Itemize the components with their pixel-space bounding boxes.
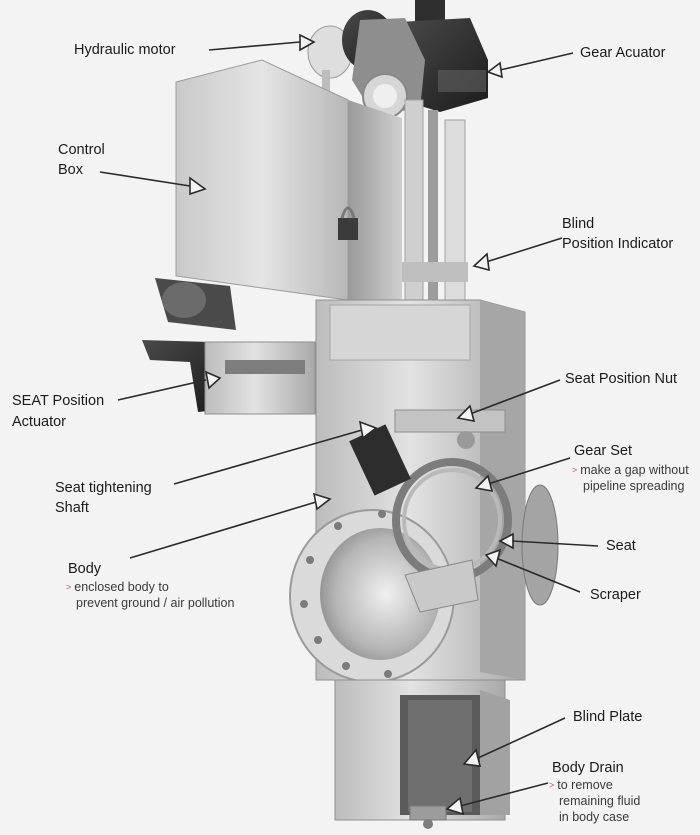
desc-body-drain-line2: remaining fluid: [559, 794, 641, 808]
seat-tightening-shaft: [349, 424, 411, 496]
leader-seat-position-actuator: [117, 379, 207, 401]
arrowhead-control-box: [189, 176, 207, 196]
desc-body-line1: >enclosed body to: [66, 580, 169, 594]
arrowhead-hydraulic-motor: [299, 33, 316, 52]
label-blind-plate: Blind Plate: [573, 709, 643, 725]
leader-lines: [99, 33, 599, 816]
label-seat-position-nut: Seat Position Nut: [565, 371, 678, 387]
hydraulic-motor: [307, 10, 425, 119]
seat-position-nut: [394, 409, 506, 449]
leader-seat-position-nut: [469, 379, 561, 415]
arrowhead-seat-position-nut: [456, 404, 476, 423]
label-seat-tightening-shaft-line2: Shaft: [55, 500, 89, 516]
label-control-box-line1: Control: [58, 142, 105, 158]
label-body: Body: [68, 561, 102, 577]
arrowhead-blind-plate: [462, 748, 482, 767]
leader-control-box: [99, 171, 191, 187]
leader-seat-tightening-shaft: [173, 429, 363, 485]
desc-body-drain-line1: >to remove: [549, 778, 613, 792]
label-gear-actuator: Gear Acuator: [580, 45, 666, 61]
body-drain: [409, 805, 447, 829]
desc-gear-set-line2: pipeline spreading: [583, 479, 685, 493]
arrowhead-gear-set: [474, 474, 494, 493]
arrowhead-seat: [498, 532, 514, 550]
label-control-box-line2: Box: [58, 162, 83, 178]
bullet-marker: >: [549, 780, 555, 790]
seat-position-actuator: [142, 278, 316, 415]
label-blind-position-indicator-line1: Blind: [562, 216, 595, 232]
desc-gear-set-line1: >make a gap without: [572, 463, 689, 477]
stem-frame: [402, 99, 468, 410]
leader-scraper: [495, 557, 581, 593]
arrowhead-scraper: [484, 548, 502, 568]
arrowhead-seat-tightening-shaft: [358, 420, 378, 440]
bullet-marker: >: [66, 582, 72, 592]
label-scraper: Scraper: [590, 587, 641, 603]
bullet-marker: >: [572, 465, 578, 475]
arrowhead-seat-position-actuator: [204, 370, 222, 390]
label-seat: Seat: [606, 538, 636, 554]
scraper: [404, 559, 479, 613]
leader-hydraulic-motor: [208, 41, 301, 51]
leader-blind-plate: [477, 717, 566, 759]
label-seat-position-actuator-line2: Actuator: [12, 414, 66, 430]
arrowhead-body-drain: [445, 796, 465, 816]
label-blind-position-indicator-line2: Position Indicator: [562, 236, 674, 252]
leader-blind-position-indicator: [485, 237, 563, 263]
right-flange: [521, 484, 559, 606]
leader-gear-actuator: [499, 52, 574, 71]
arrowhead-body: [312, 492, 332, 511]
arrowhead-blind-position-indicator: [472, 252, 490, 272]
label-seat-position-actuator-line1: SEAT Position: [12, 393, 105, 409]
label-gear-set: Gear Set: [574, 443, 633, 459]
leader-seat: [511, 540, 599, 547]
label-seat-tightening-shaft-line1: Seat tightening: [55, 480, 152, 496]
leader-body: [129, 501, 317, 559]
desc-body-drain-line3: in body case: [559, 810, 630, 824]
leader-gear-set: [487, 457, 571, 485]
label-body-drain: Body Drain: [552, 760, 624, 776]
desc-body-line2: prevent ground / air pollution: [76, 596, 235, 610]
leader-body-drain: [459, 782, 549, 807]
arrowhead-gear-actuator: [486, 61, 503, 79]
control-box: [175, 59, 402, 301]
label-hydraulic-motor: Hydraulic motor: [74, 42, 176, 58]
